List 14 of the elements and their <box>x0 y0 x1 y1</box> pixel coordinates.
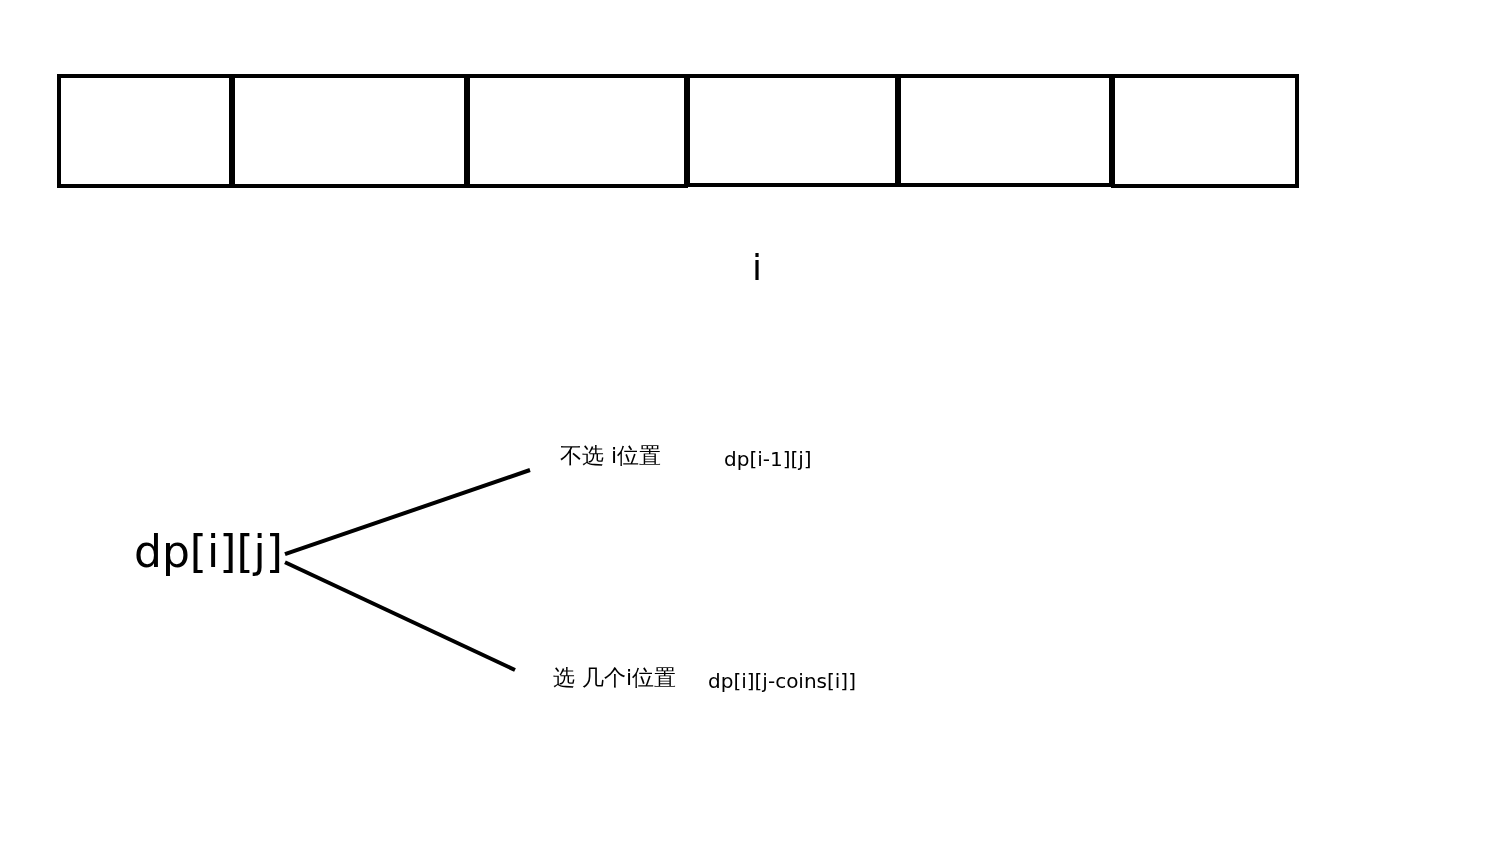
index-label: i <box>752 248 762 288</box>
array-cell <box>466 74 688 188</box>
state-label: dp[i][j] <box>134 528 283 577</box>
array-cell <box>231 74 468 188</box>
array-cell <box>686 74 899 187</box>
branch-label: 选 几个i位置 <box>553 666 677 691</box>
array-cell <box>1111 74 1299 188</box>
formula-text: dp[i][j-coins[i]] <box>708 670 856 692</box>
formula-text: dp[i-1][j] <box>724 448 812 470</box>
array-cell <box>57 74 233 188</box>
connector-line <box>284 560 516 672</box>
branch-label: 不选 i位置 <box>560 444 662 469</box>
array-cell <box>897 74 1113 187</box>
connector-line <box>284 468 531 557</box>
